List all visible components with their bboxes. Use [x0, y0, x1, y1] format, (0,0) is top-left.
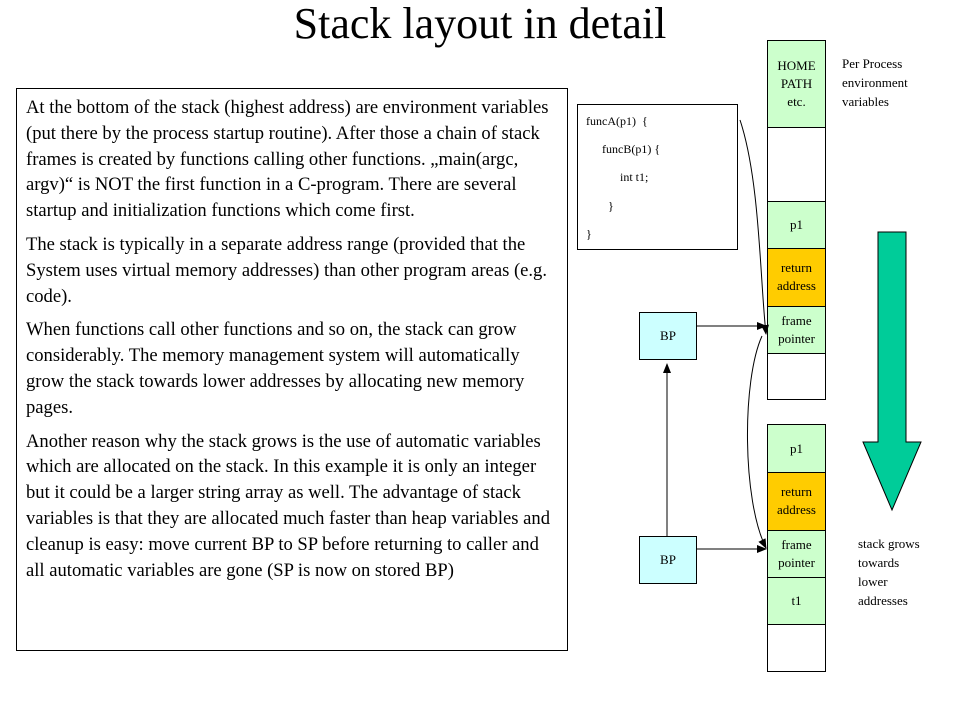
stack-bottom-return-address-cell: return address: [768, 472, 825, 530]
code-line-funcB: funcB(p1) {: [602, 142, 661, 156]
code-line-funcA: funcA(p1) {: [586, 114, 648, 128]
stack-bottom-outline: [767, 424, 826, 672]
code-line-close-funcA: }: [586, 227, 592, 241]
stack-top-divider: [767, 127, 826, 128]
stack-bottom-divider: [767, 624, 826, 625]
grow-note: stack grows towards lower addresses: [858, 534, 920, 610]
env-note-line: variables: [842, 94, 889, 109]
stack-top-p1-label: p1: [790, 216, 803, 232]
bp-box-lower: BP: [639, 536, 697, 584]
stack-bottom-t1-cell: t1: [768, 577, 825, 624]
env-home-label: HOME: [777, 57, 816, 73]
bp-upper-label: BP: [660, 328, 676, 343]
stack-top-divider: [767, 248, 826, 249]
description-box: At the bottom of the stack (highest addr…: [16, 88, 568, 651]
frame-label: frame: [781, 312, 812, 328]
env-path-label: PATH: [780, 75, 813, 91]
stack-top-divider: [767, 353, 826, 354]
grow-note-line: towards: [858, 555, 900, 570]
description-paragraph: When functions call other functions and …: [26, 319, 525, 418]
stack-top-return-address-cell: return address: [768, 248, 825, 306]
pointer-label: pointer: [778, 330, 815, 346]
description-paragraph: Another reason why the stack grows is th…: [26, 430, 551, 581]
stack-bottom-divider: [767, 577, 826, 578]
stack-top-divider: [767, 201, 826, 202]
down-arrow-icon: [862, 231, 922, 512]
stack-top-outline: [767, 40, 826, 400]
page-title: Stack layout in detail: [293, 0, 667, 48]
description-paragraph: The stack is typically in a separate add…: [26, 233, 547, 307]
description-paragraph: At the bottom of the stack (highest addr…: [26, 97, 549, 222]
env-note-line: environment: [842, 75, 908, 90]
address-label: address: [777, 502, 816, 517]
frame-to-frame-curve: [746, 335, 767, 549]
stack-top-divider: [767, 306, 826, 307]
stack-bottom-p1-cell: p1: [768, 425, 825, 472]
code-snippet-box: funcA(p1) { funcB(p1) { int t1; } }: [577, 104, 738, 250]
env-to-frame-curve: [739, 119, 769, 335]
stack-top-frame-pointer-cell: frame pointer: [768, 306, 825, 353]
return-label: return: [780, 260, 813, 275]
stack-bottom-p1-label: p1: [790, 440, 803, 456]
env-note-line: Per Process: [842, 56, 903, 71]
stack-bottom-t1-label: t1: [791, 592, 802, 608]
grow-note-line: addresses: [858, 593, 908, 608]
code-line-close-funcB: }: [608, 199, 614, 213]
stack-top-p1-cell: p1: [768, 201, 825, 248]
env-note: Per Process environment variables: [842, 54, 908, 111]
frame-label: frame: [781, 536, 812, 552]
stack-bottom-divider: [767, 530, 826, 531]
bp-box-upper: BP: [639, 312, 697, 360]
address-label: address: [777, 278, 816, 293]
grow-note-line: lower: [858, 574, 888, 589]
stack-bottom-frame-pointer-cell: frame pointer: [768, 530, 825, 577]
env-vars-cell: HOME PATH etc.: [768, 40, 825, 127]
bp-lower-label: BP: [660, 552, 676, 567]
stack-bottom-divider: [767, 472, 826, 473]
env-etc-label: etc.: [787, 93, 806, 109]
grow-note-line: stack grows: [858, 536, 920, 551]
pointer-label: pointer: [778, 554, 815, 570]
code-line-int-t1: int t1;: [620, 170, 649, 184]
return-label: return: [780, 484, 813, 499]
